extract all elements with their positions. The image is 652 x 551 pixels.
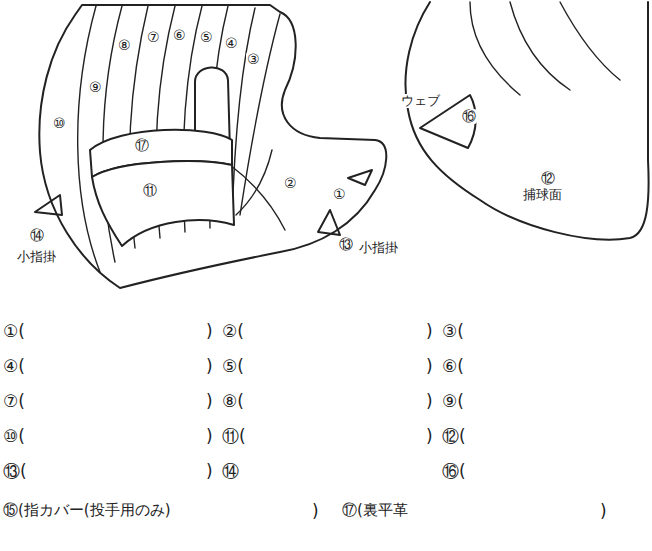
answer-item: ⑪( (222, 427, 246, 446)
answer-item: ) (426, 357, 433, 376)
callout-number: ① (332, 187, 347, 202)
answer-item: ②( (222, 322, 244, 341)
answer-item: ⑦( (3, 392, 25, 411)
callout-number: ⑦ (146, 30, 161, 45)
answer-item: ) (206, 462, 213, 481)
pinky-loop (348, 170, 372, 185)
callout-number: ⑬ (338, 237, 354, 252)
answer-item: ) (312, 502, 319, 521)
answer-item: ) (206, 357, 213, 376)
callout-number: ⑭ (29, 228, 45, 243)
answer-item: ⑬( (3, 462, 27, 481)
answer-item: ) (206, 392, 213, 411)
callout-number: ⑰ (134, 138, 150, 153)
answer-item: ①( (3, 322, 25, 341)
callout-number: 小指掛 (16, 250, 57, 264)
callout-number: ⑤ (199, 30, 214, 45)
answer-item: ⑯( (442, 462, 466, 481)
answer-item: ⑭ (222, 462, 239, 481)
glove-outline (39, 5, 386, 288)
answer-item: ③( (442, 322, 464, 341)
pinky-loop (35, 195, 62, 215)
callout-number: ④ (224, 36, 239, 51)
answer-item: ⑨( (442, 392, 464, 411)
answer-item: ⑰(裏平革 (342, 502, 408, 519)
answer-item: ⑮(指カバー(投手用のみ) (3, 502, 171, 519)
callout-number: ⑧ (117, 38, 132, 53)
callout-number: ② (283, 176, 298, 191)
answer-item: ⑥( (442, 357, 464, 376)
callout-number: ③ (246, 52, 261, 67)
answer-item: ) (206, 322, 213, 341)
answer-item: ) (426, 427, 433, 446)
callout-number: ⑯ (461, 109, 477, 124)
answer-item: ⑫( (442, 427, 466, 446)
answer-item: ⑧( (222, 392, 244, 411)
callout-number: ⑪ (142, 183, 158, 198)
answer-item: ⑤( (222, 357, 244, 376)
callout-number: 捕球面 (522, 188, 563, 202)
callout-number: ⑫ (540, 171, 556, 186)
answer-item: ) (206, 427, 213, 446)
answer-item: ) (426, 392, 433, 411)
answer-item: ⑩( (3, 427, 25, 446)
callout-number: ⑥ (172, 28, 187, 43)
glove-catch-outline (405, 2, 648, 240)
callout-number: ⑩ (52, 116, 67, 131)
callout-number: ⑨ (88, 80, 103, 95)
callout-number: 小指掛 (358, 241, 399, 255)
answer-item: ④( (3, 357, 25, 376)
pinky-loop (318, 210, 340, 235)
answer-item: ) (426, 322, 433, 341)
palm-pad (92, 161, 234, 246)
answer-item: ) (600, 502, 607, 521)
callout-number: ウェブ (400, 94, 441, 108)
